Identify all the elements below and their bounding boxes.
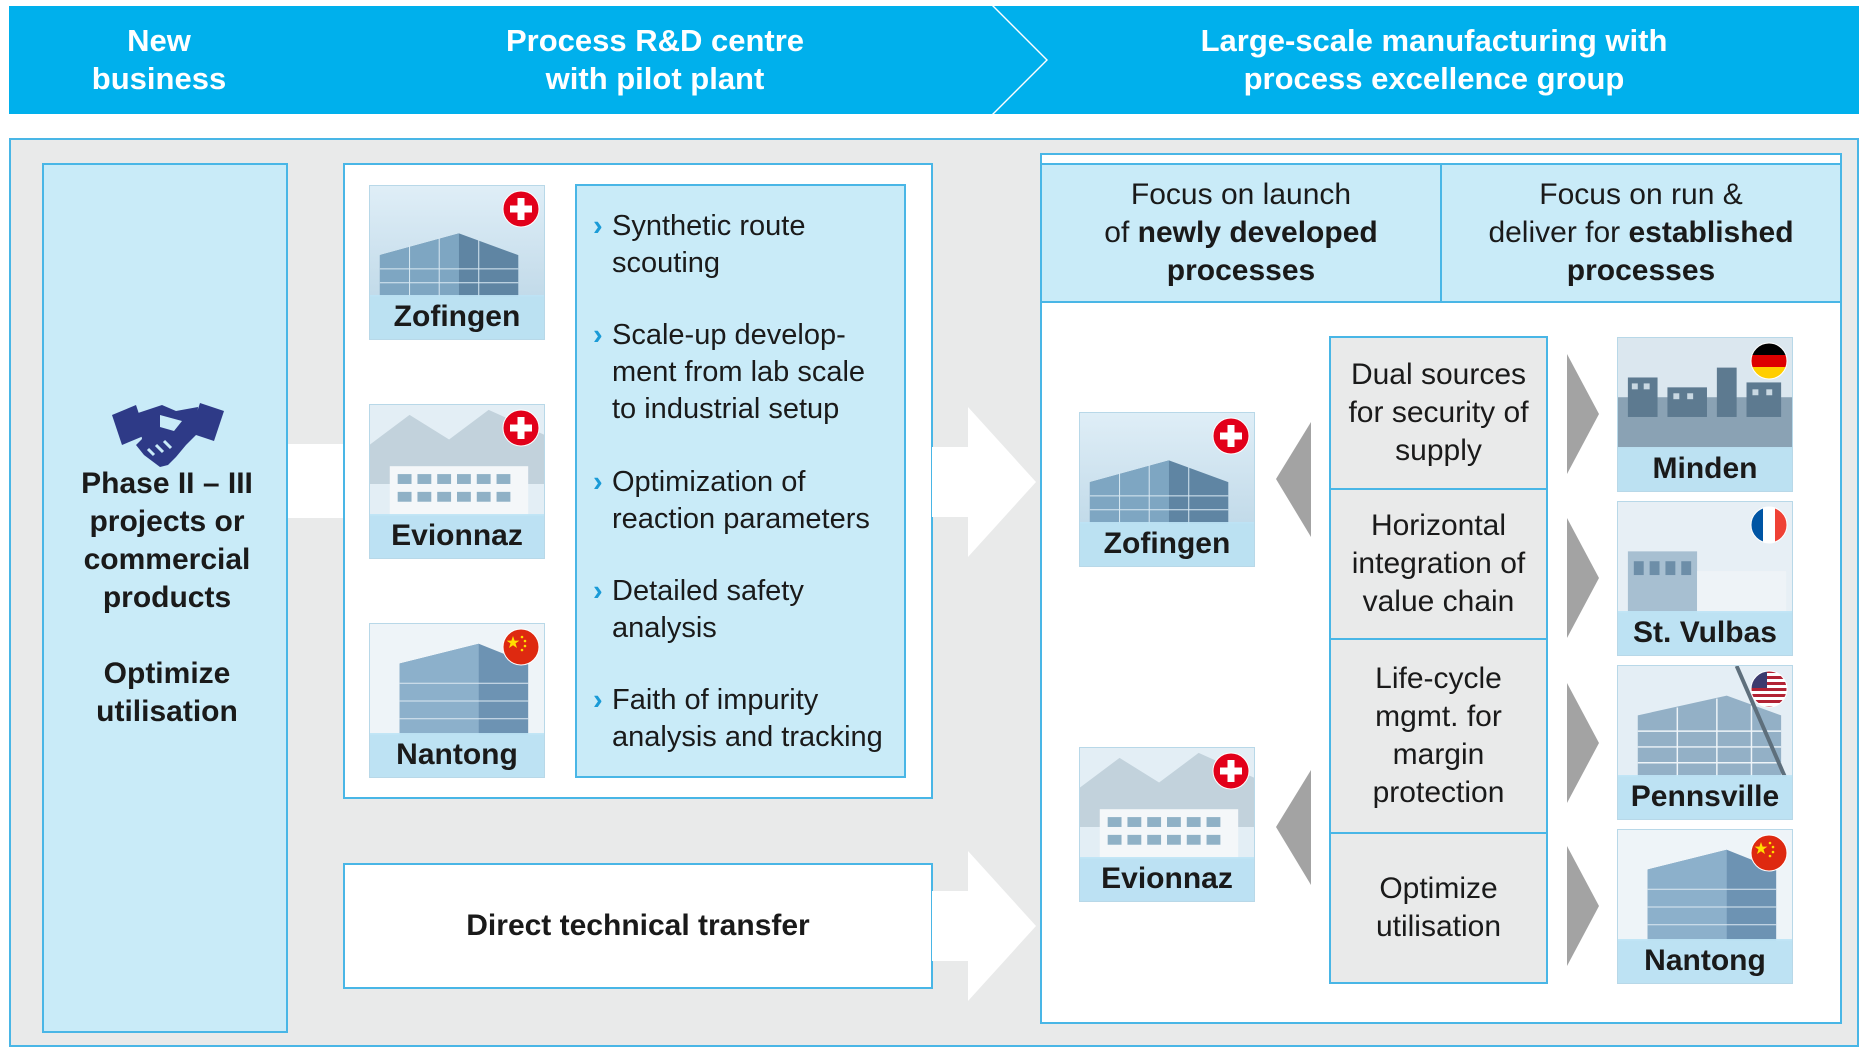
run-site-card-st-vulbas: St. Vulbas xyxy=(1617,501,1793,656)
phase-label-line: products xyxy=(102,581,232,614)
site-name: Minden xyxy=(1618,447,1792,491)
germany-flag-icon xyxy=(1750,342,1788,380)
chevron-right-icon: › xyxy=(593,466,603,498)
site-name: Pennsville xyxy=(1618,775,1792,819)
site-name: St. Vulbas xyxy=(1618,611,1792,655)
phase-label-line: commercial xyxy=(83,543,251,576)
chevron-shape xyxy=(290,6,1046,114)
chevron-right-icon: › xyxy=(593,319,603,351)
site-name: Zofingen xyxy=(1080,522,1254,566)
china-flag-icon xyxy=(1750,834,1788,872)
chevron-shape xyxy=(9,6,347,114)
run-site-card-minden: Minden xyxy=(1617,337,1793,492)
switzerland-flag-icon xyxy=(1212,417,1250,455)
flow-arrow-lower xyxy=(932,851,1036,1001)
connector-strip xyxy=(288,444,344,518)
site-name: Zofingen xyxy=(370,295,544,339)
usa-flag-icon xyxy=(1750,670,1788,708)
phase-column: Phase II – III projects or commercial pr… xyxy=(42,163,288,1033)
switzerland-flag-icon xyxy=(1212,752,1250,790)
phase-label-line: projects or xyxy=(89,505,245,538)
arrow-left-icon xyxy=(1276,770,1311,885)
chevron-right-icon: › xyxy=(593,684,603,716)
chevron-shape xyxy=(994,6,1859,114)
site-name: Nantong xyxy=(370,733,544,777)
site-name: Nantong xyxy=(1618,939,1792,983)
phase-label-line: Phase II – III xyxy=(81,467,253,500)
launch-site-card-evionnaz: Evionnaz xyxy=(1079,747,1255,902)
arrow-left-icon xyxy=(1276,422,1311,537)
china-flag-icon xyxy=(502,628,540,666)
site-card-zofingen: Zofingen xyxy=(369,185,545,340)
direct-transfer-box: Direct technical transfer xyxy=(343,863,933,989)
run-site-card-nantong: Nantong xyxy=(1617,829,1793,984)
optimize-label-line: Optimize xyxy=(103,657,231,690)
chevron-right-icon: › xyxy=(593,210,603,242)
launch-site-card-zofingen: Zofingen xyxy=(1079,412,1255,567)
site-card-nantong: Nantong xyxy=(369,623,545,778)
run-site-card-pennsville: Pennsville xyxy=(1617,665,1793,820)
france-flag-icon xyxy=(1750,506,1788,544)
optimize-label-line: utilisation xyxy=(96,695,238,728)
handshake-icon xyxy=(112,403,224,467)
arrow-right-icon xyxy=(1567,846,1599,966)
flow-arrow-upper xyxy=(932,407,1036,557)
switzerland-flag-icon xyxy=(502,190,540,228)
arrow-right-icon xyxy=(1567,518,1599,638)
site-card-evionnaz: Evionnaz xyxy=(369,404,545,559)
arrow-right-icon xyxy=(1567,683,1599,803)
switzerland-flag-icon xyxy=(502,409,540,447)
site-name: Evionnaz xyxy=(1080,857,1254,901)
site-name: Evionnaz xyxy=(370,514,544,558)
arrow-right-icon xyxy=(1567,354,1599,474)
direct-transfer-label: Direct technical transfer xyxy=(466,909,810,942)
chevron-right-icon: › xyxy=(593,575,603,607)
